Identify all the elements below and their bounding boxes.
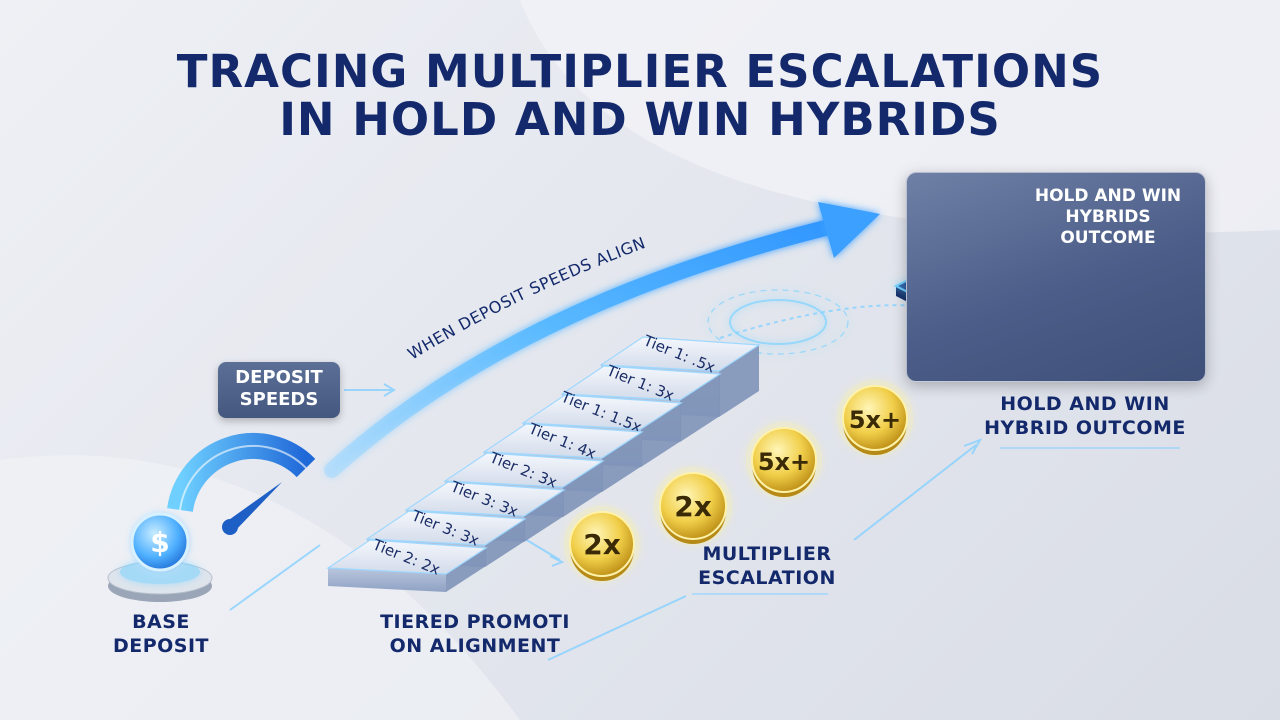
speed-gauge <box>167 432 316 513</box>
outcome-card-title-3: OUTCOME <box>1060 228 1156 248</box>
base-deposit-label-1: BASE <box>132 611 190 633</box>
multiplier-coin-label: 5x+ <box>849 406 901 434</box>
multiplier-coin: 2x <box>564 506 640 582</box>
escalation-arc <box>324 214 858 478</box>
gauge-needle-icon <box>226 482 282 532</box>
deposit-speeds-box: DEPOSIT SPEEDS <box>218 362 340 418</box>
outcome-card-title-1: HOLD AND WIN <box>1034 186 1182 206</box>
multiplier-coin-label: 5x+ <box>758 448 810 476</box>
deposit-speeds-label-1: DEPOSIT <box>235 367 323 388</box>
multiplier-coin-label: 2x <box>583 528 621 561</box>
multiplier-coin: 5x+ <box>837 380 913 456</box>
multiplier-coins: 2x 2x 5x+ 5x+ <box>564 380 913 582</box>
escalation-arc-arrowhead <box>818 202 880 258</box>
page-title-line-2: IN HOLD AND WIN HYBRIDS <box>279 93 1001 146</box>
hybrid-outcome-label-2: HYBRID OUTCOME <box>984 417 1186 439</box>
deposit-speeds-label-2: SPEEDS <box>239 389 319 410</box>
multiplier-escalation-label-2: ESCALATION <box>698 567 836 589</box>
base-deposit-graphic: $ <box>107 432 316 602</box>
outcome-card-title: HOLD AND WIN HYBRIDS OUTCOME <box>1016 186 1200 249</box>
hybrid-outcome-label: HOLD AND WIN HYBRID OUTCOME <box>970 392 1200 440</box>
multiplier-coin: 2x <box>654 467 732 545</box>
multiplier-escalation-label: MULTIPLIER ESCALATION <box>682 542 852 590</box>
tiered-promotion-label: TIERED PROMOTI ON ALIGNMENT <box>360 610 590 658</box>
base-deposit-label-2: DEPOSIT <box>112 635 210 657</box>
multiplier-escalation-label-1: MULTIPLIER <box>702 543 832 565</box>
outcome-card-title-2: HYBRIDS <box>1065 207 1151 227</box>
base-deposit-label: BASE DEPOSIT <box>96 610 226 658</box>
hybrid-outcome-label-1: HOLD AND WIN <box>1000 393 1170 415</box>
dollar-symbol: $ <box>150 526 169 559</box>
tiered-promotion-label-1: TIERED PROMOTI <box>380 611 570 633</box>
tiered-promotion-label-2: ON ALIGNMENT <box>389 635 561 657</box>
dollar-coin-icon <box>130 512 190 572</box>
page-title-line-1: TRACING MULTIPLIER ESCALATIONS <box>176 45 1104 98</box>
multiplier-coin-label: 2x <box>674 490 712 523</box>
multiplier-coin: 5x+ <box>746 422 822 498</box>
outcome-card <box>906 172 1206 382</box>
